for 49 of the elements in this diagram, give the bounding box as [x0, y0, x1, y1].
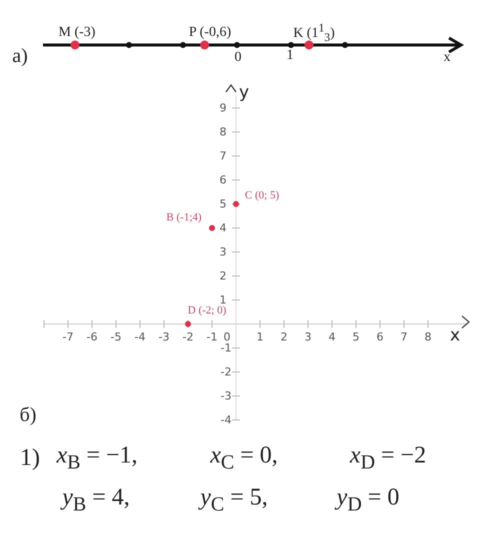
tick-label: 4: [328, 332, 336, 342]
tick-label: 5: [352, 332, 360, 342]
point-label: K (1$^{1}$$_{3}$): [293, 22, 335, 44]
tick-label: -5: [110, 332, 122, 342]
tick-label: -4: [220, 414, 232, 426]
label: б): [20, 405, 36, 425]
tick-label: 1: [220, 294, 226, 306]
tick-label: -1: [206, 332, 218, 342]
tick-label: 0: [224, 332, 230, 342]
point-label: C (0; 5): [244, 190, 280, 202]
label: а): [12, 46, 28, 66]
point-label: D (-2; 0): [188, 306, 226, 316]
equation: 1): [20, 446, 40, 470]
equation: x$_{C}$ = 0,: [210, 444, 278, 472]
tick-label: -4: [134, 332, 146, 342]
equation: x$_{B}$ = −1,: [56, 444, 138, 472]
axis-number: 0: [234, 51, 242, 65]
tick-label: 8: [220, 126, 226, 138]
tick-label: 3: [220, 246, 226, 258]
tick-label: 8: [424, 332, 432, 342]
tick-label: 1: [256, 332, 264, 342]
tick-label: -6: [86, 332, 98, 342]
tick-label: -3: [220, 390, 232, 402]
tick-label: -1: [220, 342, 232, 354]
tick-label: -2: [220, 366, 232, 378]
equation: y$_{C}$ = 5,: [200, 486, 268, 514]
tick-label: 9: [220, 102, 226, 114]
tick-label: -2: [182, 332, 194, 342]
equation: x$_{D}$ = −2: [350, 444, 426, 472]
axis-label: y: [238, 84, 250, 102]
tick-label: 2: [220, 270, 226, 282]
tick-label: 7: [220, 150, 226, 162]
tick-label: 2: [280, 332, 288, 342]
tick-label: -3: [158, 332, 170, 342]
tick-label: 7: [400, 332, 408, 342]
tick-label: 4: [220, 222, 226, 234]
axis-number: 1: [286, 49, 294, 63]
equation: y$_{D}$ = 0: [336, 486, 400, 514]
point-label: M (-3): [58, 26, 96, 40]
tick-label: 5: [220, 198, 226, 210]
tick-label: 6: [220, 174, 226, 186]
tick-label: 6: [376, 332, 384, 342]
equation: y$_{B}$ = 4,: [62, 486, 130, 514]
point-label: B (-1;4): [166, 212, 202, 224]
axis-label: x: [450, 328, 460, 344]
tick-label: -7: [62, 332, 74, 342]
tick-label: 3: [304, 332, 312, 342]
point-label: P (-0,6): [188, 26, 232, 40]
axis-number: x: [444, 51, 450, 65]
